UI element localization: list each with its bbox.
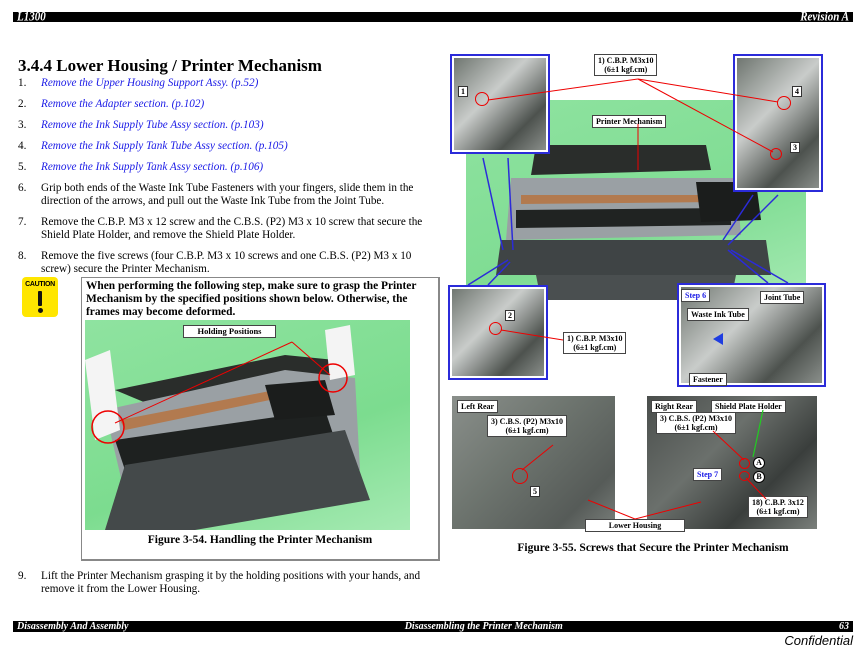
- step-number: 4.: [18, 140, 27, 152]
- screw-number-3: 3: [790, 142, 800, 153]
- screw-circle-3: [770, 148, 782, 160]
- label-line: (6±1 kgf.cm): [674, 423, 718, 432]
- step-8: 8. Remove the five screws (four C.B.P. M3…: [18, 250, 438, 276]
- step-3[interactable]: 3. Remove the Ink Supply Tube Assy sectio…: [18, 119, 438, 132]
- exclamation-dot: [37, 308, 43, 313]
- cbp-m3x10-label-top: 1) C.B.P. M3x10(6±1 kgf.cm): [594, 54, 658, 76]
- holding-positions-label: Holding Positions: [183, 325, 276, 338]
- screw-number-4: 4: [792, 86, 802, 97]
- screw-circle-2: [489, 322, 502, 335]
- label-line: (6±1 kgf.cm): [604, 65, 648, 74]
- figure-3-54-photo: Holding Positions: [85, 320, 410, 530]
- fastener-label: Fastener: [689, 373, 727, 386]
- label-line: 1) C.B.P. M3x10: [598, 56, 654, 65]
- screw-number-2: 2: [505, 310, 515, 321]
- step-link[interactable]: Remove the Ink Supply Tank Assy section.…: [41, 161, 264, 173]
- label-line: 3) C.B.S. (P2) M3x10: [491, 417, 563, 426]
- header-revision: Revision A: [800, 10, 849, 24]
- label-line: (6±1 kgf.cm): [505, 426, 549, 435]
- step-number: 1.: [18, 77, 27, 89]
- footer-chapter: Disassembly And Assembly: [17, 621, 129, 632]
- step-list-continued: 9. Lift the Printer Mechanism grasping it…: [18, 570, 438, 604]
- inset-screw-1: [450, 54, 550, 154]
- page-footer: Disassembly And Assembly Disassembling t…: [13, 621, 853, 632]
- step-link[interactable]: Remove the Ink Supply Tube Assy section.…: [41, 119, 264, 131]
- step-7-label: Step 7: [693, 468, 723, 481]
- figure-3-55-caption: Figure 3-55. Screws that Secure the Prin…: [517, 542, 789, 554]
- screw-number-5: 5: [530, 486, 540, 497]
- step-link[interactable]: Remove the Adapter section. (p.102): [41, 98, 205, 110]
- screw-circle-b: [739, 471, 750, 481]
- step-text: Lift the Printer Mechanism grasping it b…: [41, 570, 421, 595]
- step-link[interactable]: Remove the Ink Supply Tank Tube Assy sec…: [41, 140, 288, 152]
- step-number: 3.: [18, 119, 27, 131]
- screw-circle-5: [512, 468, 528, 484]
- step-number: 8.: [18, 250, 27, 262]
- caution-icon: CAUTION: [22, 277, 58, 317]
- caution-icon-label: CAUTION: [25, 281, 55, 288]
- label-line: 3) C.B.S. (P2) M3x10: [660, 414, 732, 423]
- waste-ink-tube-label: Waste Ink Tube: [687, 308, 749, 321]
- step-number: 9.: [18, 570, 27, 582]
- step-number: 2.: [18, 98, 27, 110]
- caution-text: When performing the following step, make…: [86, 280, 417, 318]
- cbp-3x12-label: 18) C.B.P. 3x12(6±1 kgf.cm): [748, 496, 808, 518]
- step-9: 9. Lift the Printer Mechanism grasping it…: [18, 570, 438, 596]
- lower-housing-label: Lower Housing: [585, 519, 685, 532]
- step-number: 5.: [18, 161, 27, 173]
- figure-3-55: 1 4 3 1) C.B.P. M3x10(6±1 kgf.cm) Printe…: [448, 50, 858, 550]
- screw-circle-a: [739, 458, 750, 469]
- mark-b: B: [753, 471, 765, 483]
- footer-section: Disassembling the Printer Mechanism: [404, 621, 563, 632]
- label-line: (6±1 kgf.cm): [756, 507, 800, 516]
- mark-a: A: [753, 457, 765, 469]
- step-6-label: Step 6: [681, 289, 711, 302]
- step-link[interactable]: Remove the Upper Housing Support Assy. (…: [41, 77, 259, 89]
- step-text: Grip both ends of the Waste Ink Tube Fas…: [41, 182, 414, 207]
- label-line: (6±1 kgf.cm): [573, 343, 617, 352]
- header-model: L1300: [17, 10, 46, 24]
- step-2[interactable]: 2. Remove the Adapter section. (p.102): [18, 98, 438, 111]
- printer-mechanism-label: Printer Mechanism: [592, 115, 667, 128]
- joint-tube-label: Joint Tube: [760, 291, 805, 304]
- step-list: 1. Remove the Upper Housing Support Assy.…: [18, 77, 438, 284]
- shield-plate-holder-label: Shield Plate Holder: [711, 400, 786, 413]
- blue-arrow-icon: [713, 333, 723, 345]
- step-number: 7.: [18, 216, 27, 228]
- exclamation-icon: [38, 291, 42, 306]
- left-rear-label: Left Rear: [457, 400, 499, 413]
- cbs-left-label: 3) C.B.S. (P2) M3x10(6±1 kgf.cm): [487, 415, 567, 437]
- printer-mechanism-illustration: [85, 325, 370, 530]
- label-line: 1) C.B.P. M3x10: [567, 334, 623, 343]
- step-6: 6. Grip both ends of the Waste Ink Tube F…: [18, 182, 438, 208]
- cbs-right-label: 3) C.B.S. (P2) M3x10(6±1 kgf.cm): [656, 412, 736, 434]
- figure-3-54-caption: Figure 3-54. Handling the Printer Mechan…: [147, 534, 373, 546]
- page-header: L1300 Revision A: [13, 10, 853, 24]
- caution-box: When performing the following step, make…: [81, 277, 440, 561]
- step-5[interactable]: 5. Remove the Ink Supply Tank Assy sectio…: [18, 161, 438, 174]
- step-text: Remove the C.B.P. M3 x 12 screw and the …: [41, 216, 423, 241]
- step-1[interactable]: 1. Remove the Upper Housing Support Assy.…: [18, 77, 438, 90]
- label-line: 18) C.B.P. 3x12: [752, 498, 804, 507]
- footer-page-number: 63: [839, 621, 849, 632]
- screw-circle-4: [777, 96, 791, 110]
- section-title: 3.4.4 Lower Housing / Printer Mechanism: [18, 56, 322, 75]
- cbp-m3x10-label-left: 1) C.B.P. M3x10(6±1 kgf.cm): [563, 332, 627, 354]
- confidential-label: Confidential: [784, 633, 853, 648]
- step-text: Remove the five screws (four C.B.P. M3 x…: [41, 250, 412, 275]
- screw-circle-1: [475, 92, 489, 106]
- step-7: 7. Remove the C.B.P. M3 x 12 screw and th…: [18, 216, 438, 242]
- screw-number-1: 1: [458, 86, 468, 97]
- step-number: 6.: [18, 182, 27, 194]
- inset-screws-3-4: [733, 54, 823, 192]
- step-4[interactable]: 4. Remove the Ink Supply Tank Tube Assy s…: [18, 140, 438, 153]
